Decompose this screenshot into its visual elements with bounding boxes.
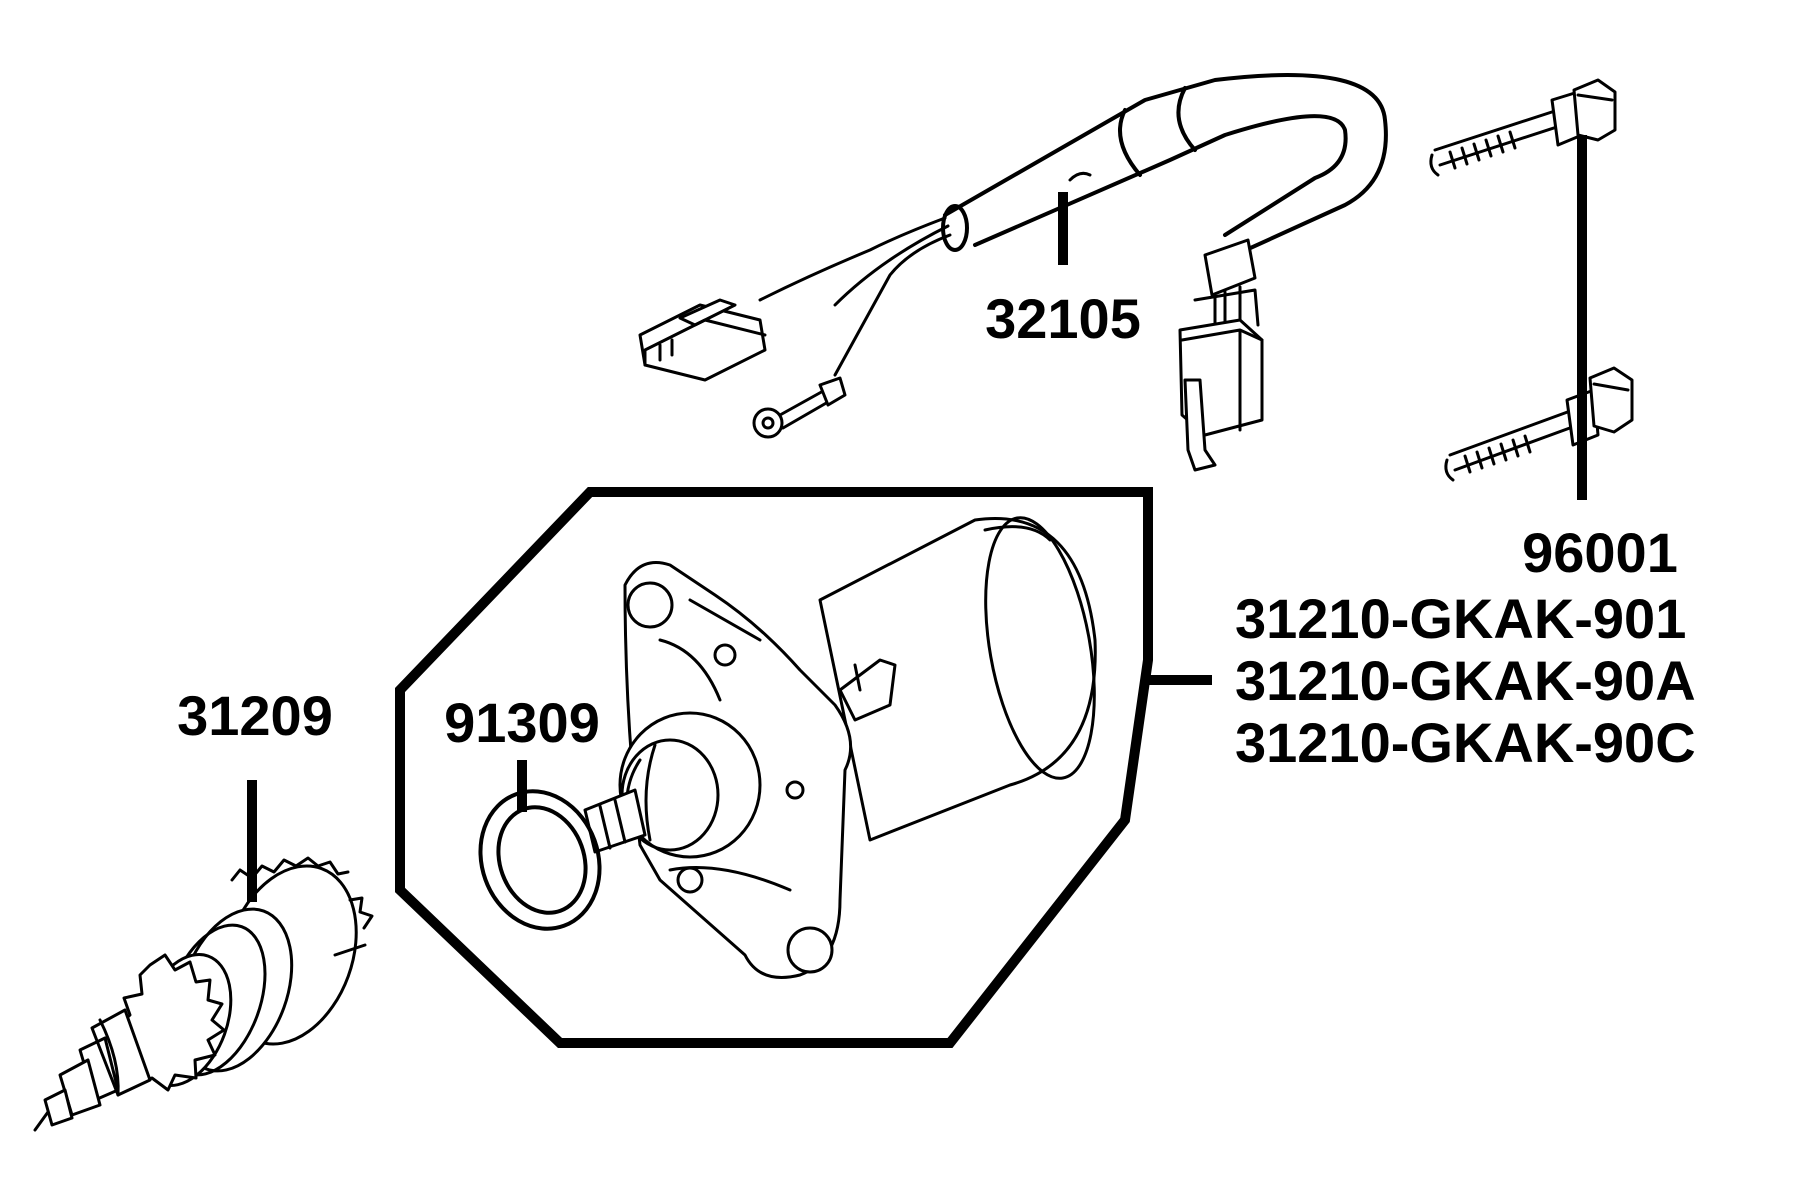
starter-group-frame — [395, 487, 1153, 1048]
part-number-drive: 31209 — [177, 684, 333, 747]
part-number-starter-90c: 31210-GKAK-90C — [1235, 711, 1696, 774]
part-number-starter-90a: 31210-GKAK-90A — [1235, 649, 1696, 712]
starter-drive-drawing — [33, 856, 374, 1132]
o-ring-drawing — [478, 789, 602, 931]
part-number-harness: 32105 — [985, 287, 1141, 350]
part-number-oring: 91309 — [444, 691, 600, 754]
wire-harness-drawing — [638, 73, 1388, 472]
part-number-starter-901: 31210-GKAK-901 — [1235, 587, 1686, 650]
part-number-bolts: 96001 — [1522, 521, 1678, 584]
bolts-drawing — [1429, 78, 1634, 482]
starter-motor-drawing — [583, 516, 1097, 979]
